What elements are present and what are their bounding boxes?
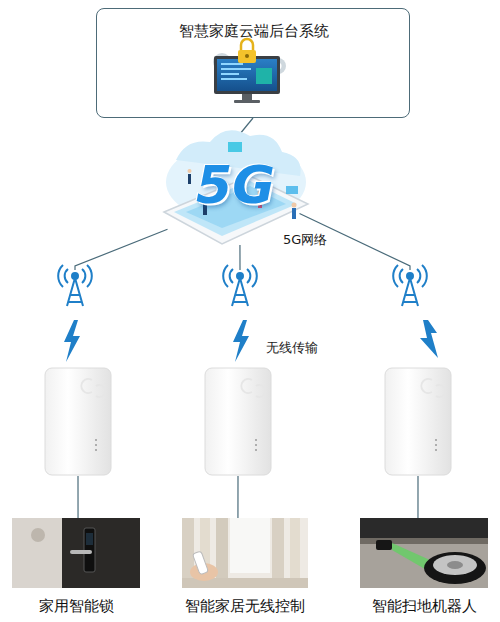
home-control-photo: [216, 518, 228, 588]
antenna-tower: [223, 265, 257, 287]
robot-vacuum-photo: [360, 518, 488, 538]
computer-icon: [245, 54, 249, 58]
lightning-bolt: [420, 320, 438, 358]
router-device: [95, 439, 97, 441]
home-control-photo: [272, 518, 284, 588]
network-illustration: [228, 142, 242, 152]
robot-vacuum-photo: [447, 561, 463, 569]
network-illustration: [188, 169, 192, 173]
computer-icon: [241, 39, 253, 50]
computer-icon: [221, 63, 243, 65]
router-device: [255, 439, 257, 441]
system-title: 智慧家庭云端后台系统: [97, 22, 411, 40]
computer-icon: [221, 73, 239, 75]
lightning-bolt: [233, 320, 249, 362]
network-illustration: [188, 174, 191, 184]
computer-icon: [256, 68, 272, 84]
smart-lock-photo: [86, 533, 93, 545]
router-device: [45, 368, 451, 475]
antenna-tower: [58, 265, 427, 306]
computer-icon: [221, 78, 247, 80]
smart-lock-photo: [70, 550, 92, 554]
router-device: [95, 444, 97, 446]
router-device: [255, 444, 257, 446]
router-device: [81, 379, 105, 397]
lightning-bolt: [64, 320, 438, 362]
smart-lock-photo: [31, 528, 45, 542]
router-device: [435, 449, 437, 451]
computer-icon: [221, 68, 251, 70]
home-control-photo: [182, 518, 308, 588]
smart-lock-photo: [12, 518, 62, 588]
smart-lock-photo: [12, 518, 140, 588]
robot-vacuum-photo: [433, 555, 477, 575]
cloud-system-box: 智慧家庭云端后台系统: [96, 8, 410, 118]
computer-icon: [234, 100, 260, 103]
home-control-photo: [182, 518, 194, 588]
smart-lock-photo: [62, 518, 140, 588]
network-logo: 5G: [196, 154, 275, 216]
router-device: [435, 439, 437, 441]
home-control-photo: [182, 518, 308, 588]
robot-vacuum-photo: [360, 518, 488, 588]
router-device: [435, 444, 437, 446]
router-device: [255, 449, 257, 451]
antenna-tower: [58, 265, 92, 287]
device-caption: 家用智能锁: [0, 597, 160, 615]
antenna-tower: [393, 265, 427, 287]
home-control-photo: [230, 518, 270, 573]
computer-icon: [217, 59, 277, 91]
router-device: [205, 368, 271, 475]
device-caption: 智能扫地机器人: [340, 597, 500, 615]
antenna-tower: [232, 278, 248, 306]
network-illustration: [292, 203, 297, 208]
computer-icon: [238, 50, 256, 63]
router-device: [385, 368, 451, 475]
network-hub: 5G5G网络: [160, 140, 310, 245]
network-illustration: [292, 208, 296, 219]
robot-vacuum-photo: [424, 552, 486, 584]
device-photo: 智能扫地机器人: [360, 518, 488, 588]
router-device: [241, 379, 265, 397]
router-device: [45, 368, 111, 475]
router-device: [95, 449, 97, 451]
lightning-bolt: [64, 320, 80, 362]
annotation-label: 无线传输: [266, 339, 318, 357]
smart-lock-photo: [12, 518, 140, 588]
robot-vacuum-photo: [360, 518, 488, 588]
robot-vacuum-photo: [376, 540, 392, 550]
computer-icon: [213, 39, 286, 103]
home-control-photo: [290, 518, 300, 588]
device-photo: 家用智能锁: [12, 518, 140, 588]
antenna-tower: [402, 278, 418, 306]
device-photo: 智能家居无线控制: [182, 518, 308, 588]
network-label: 5G网络: [283, 232, 327, 248]
router-device: [421, 379, 445, 397]
home-control-photo: [192, 551, 208, 575]
network-illustration: [164, 130, 308, 244]
device-caption: 智能家居无线控制: [162, 597, 328, 615]
antenna-tower: [67, 278, 83, 306]
network-illustration: [286, 186, 298, 194]
computer-icon: [242, 94, 252, 100]
